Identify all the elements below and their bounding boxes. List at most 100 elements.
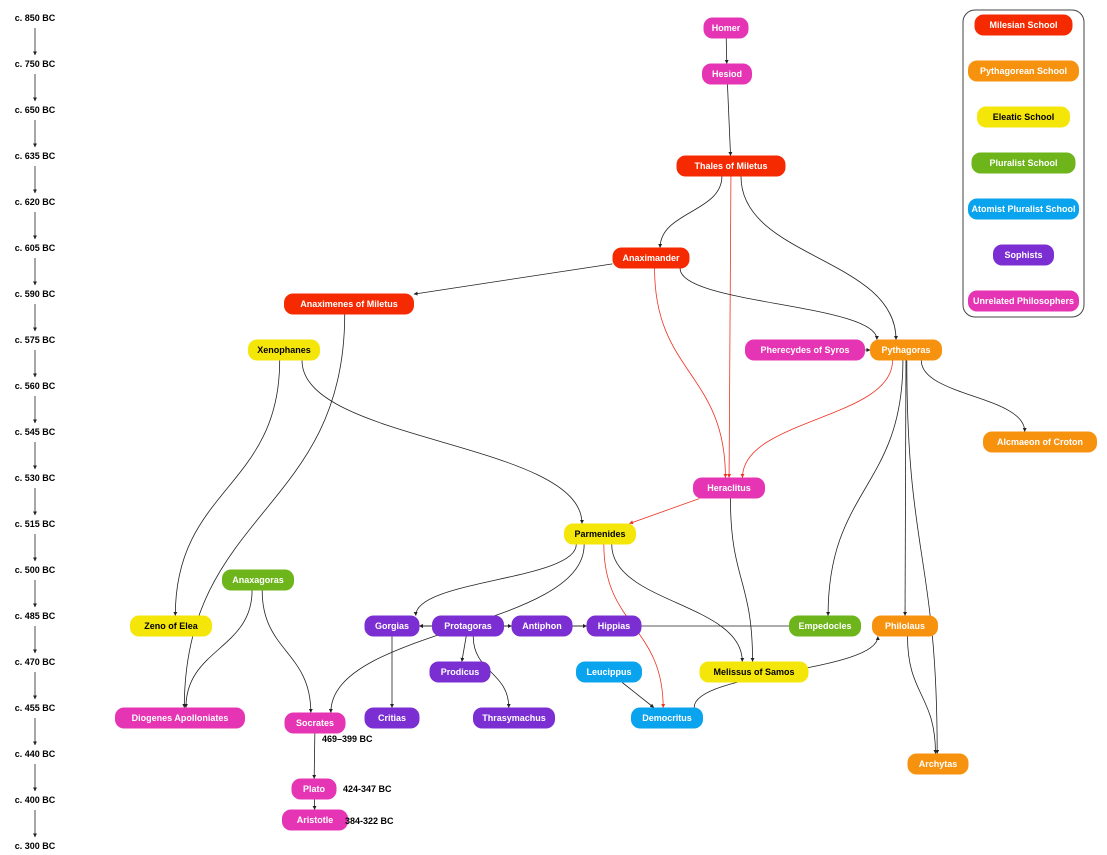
edge-thales-to-pythagoras [740,176,899,340]
node-box [282,809,348,831]
edge-anaxagoras-to-socrates [261,590,313,713]
node-box [870,339,942,361]
philosopher-node-pherecydes[interactable]: Pherecydes of Syros [745,339,865,361]
legend-item-pluralist: Pluralist School [971,152,1076,174]
node-box [702,63,752,85]
influence-edges [173,38,1027,810]
philosopher-node-melissus[interactable]: Melissus of Samos [699,661,809,683]
legend-swatch [993,244,1054,266]
philosopher-node-anaxagoras[interactable]: Anaxagoras [222,569,294,591]
timeline-label: c. 530 BC [15,473,56,483]
node-box [703,17,749,39]
legend-label: Sophists [1004,250,1042,260]
philosopher-node-antiphon[interactable]: Antiphon [511,615,573,637]
edge-philolaus-to-archytas [907,636,938,754]
node-label: Heraclitus [707,483,751,493]
philosopher-node-archytas[interactable]: Archytas [907,753,969,775]
philosopher-node-socrates[interactable]: Socrates [284,712,346,734]
node-label: Diogenes Apolloniates [132,713,229,723]
edge-protagoras-to-prodicus [460,636,467,662]
edge-parmenides-to-gorgias [413,544,577,616]
edge-anaximander-to-pythagoras [679,268,879,340]
philosopher-node-thrasymachus[interactable]: Thrasymachus [473,707,555,729]
node-box [248,339,320,361]
edge-heraclitus-to-melissus [730,498,755,662]
timeline-label: c. 560 BC [15,381,56,391]
philosopher-node-thales[interactable]: Thales of Miletus [676,155,786,177]
philosopher-node-prodicus[interactable]: Prodicus [429,661,491,683]
philosopher-node-leucippus[interactable]: Leucippus [576,661,642,683]
edge-hesiod-to-thales [727,84,733,156]
legend-label: Atomist Pluralist School [971,204,1075,214]
philosopher-node-democritus[interactable]: Democritus [631,707,703,729]
philosopher-node-pythagoras[interactable]: Pythagoras [870,339,942,361]
node-box [631,707,703,729]
edge-pythagoras-to-alcmaeon [920,360,1027,432]
node-box [693,477,765,499]
legend-item-sophists: Sophists [993,244,1054,266]
node-box [291,778,337,800]
philosopher-node-protagoras[interactable]: Protagoras [432,615,504,637]
node-box [222,569,294,591]
edge-homer-to-hesiod [724,38,729,64]
node-label: Pherecydes of Syros [760,345,849,355]
philosopher-node-philolaus[interactable]: Philolaus [872,615,938,637]
philosopher-node-diogenes[interactable]: Diogenes Apolloniates [115,707,245,729]
edge-pythagoras-to-empedocles [826,360,904,616]
philosopher-node-hesiod[interactable]: Hesiod [702,63,752,85]
lifespan-socrates: 469–399 BC [322,734,373,744]
timeline-label: c. 485 BC [15,611,56,621]
philosopher-node-homer[interactable]: Homer [703,17,749,39]
edge-anaxagoras-to-diogenes [183,590,253,708]
timeline-label: c. 400 BC [15,795,56,805]
node-box [511,615,573,637]
philosopher-node-anaximander[interactable]: Anaximander [612,247,690,269]
edge-pythagoras-to-archytas [906,360,940,754]
node-box [115,707,245,729]
philosopher-node-zeno[interactable]: Zeno of Elea [130,615,212,637]
timeline-label: c. 635 BC [15,151,56,161]
node-box [612,247,690,269]
node-label: Xenophanes [257,345,311,355]
legend-label: Pythagorean School [980,66,1067,76]
philosopher-node-parmenides[interactable]: Parmenides [564,523,636,545]
node-label: Thales of Miletus [694,161,767,171]
legend-item-atomist: Atomist Pluralist School [968,198,1079,220]
timeline-label: c. 455 BC [15,703,56,713]
philosopher-node-critias[interactable]: Critias [364,707,420,729]
philosopher-node-hippias[interactable]: Hippias [586,615,642,637]
node-box [983,431,1097,453]
node-label: Socrates [296,718,334,728]
node-box [872,615,938,637]
node-label: Zeno of Elea [144,621,199,631]
node-box [576,661,642,683]
timeline-label: c. 300 BC [15,841,56,851]
timeline-label: c. 620 BC [15,197,56,207]
legend-swatch [977,106,1070,128]
edge-anaximander-to-heraclitus [654,268,728,478]
philosopher-node-xenophanes[interactable]: Xenophanes [248,339,320,361]
philosopher-node-heraclitus[interactable]: Heraclitus [693,477,765,499]
node-box [284,293,414,315]
edge-leucippus-to-democritus [621,682,655,708]
node-box [564,523,636,545]
timeline-label: c. 470 BC [15,657,56,667]
legend-label: Unrelated Philosophers [973,296,1074,306]
node-box [789,615,861,637]
node-label: Hesiod [712,69,742,79]
node-label: Democritus [642,713,692,723]
philosopher-node-anaximenes[interactable]: Anaximenes of Miletus [284,293,414,315]
legend-label: Milesian School [989,20,1057,30]
philosopher-node-gorgias[interactable]: Gorgias [364,615,420,637]
timeline-label: c. 515 BC [15,519,56,529]
edge-parmenides-to-melissus [611,544,745,662]
philosopher-node-plato[interactable]: Plato [291,778,337,800]
node-label: Plato [303,784,326,794]
edge-heraclitus-to-parmenides [629,498,700,525]
philosopher-node-alcmaeon[interactable]: Alcmaeon of Croton [983,431,1097,453]
philosopher-node-empedocles[interactable]: Empedocles [789,615,861,637]
philosopher-node-aristotle[interactable]: Aristotle [282,809,348,831]
lifespan-plato: 424-347 BC [343,784,392,794]
